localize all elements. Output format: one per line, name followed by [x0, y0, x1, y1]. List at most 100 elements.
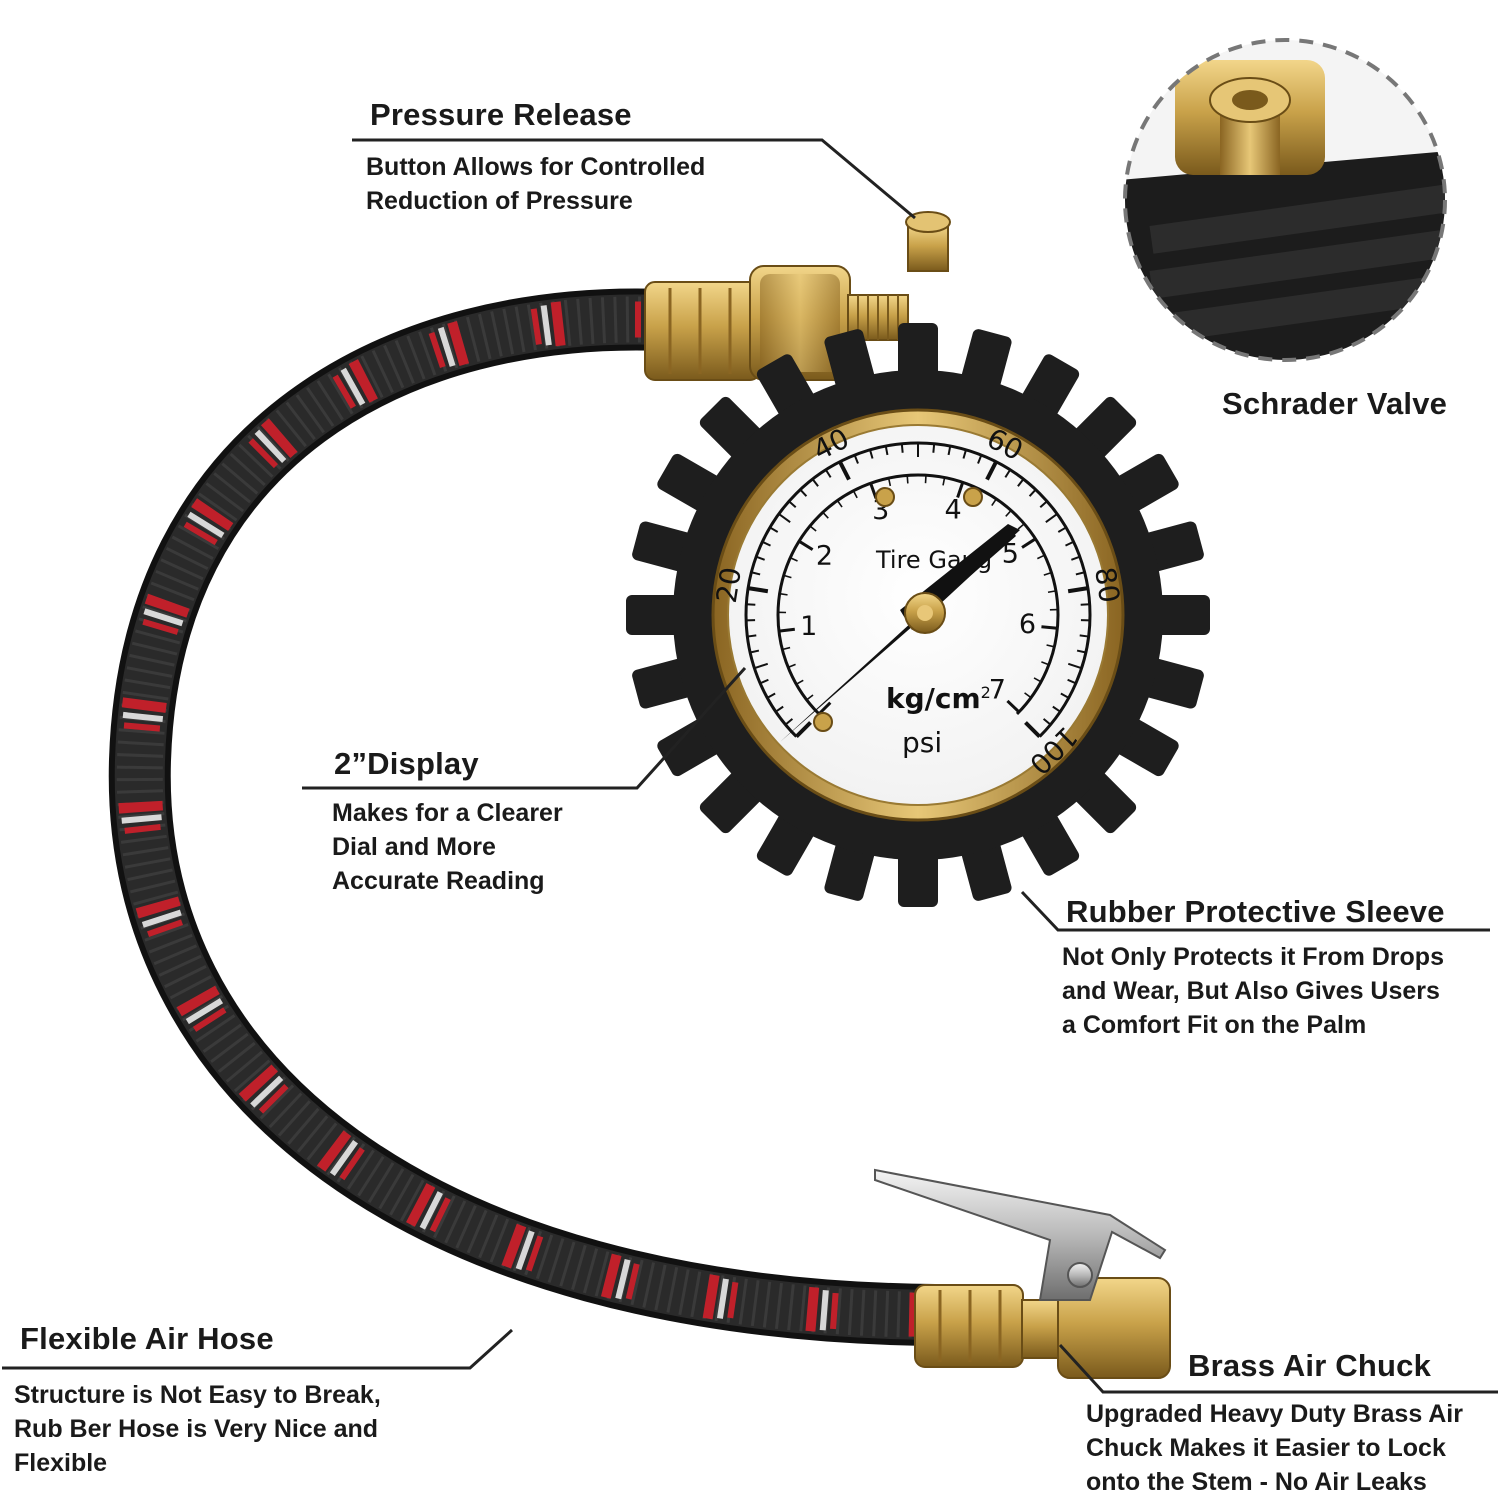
psi-tick [1065, 540, 1075, 547]
kg-tick [991, 498, 997, 507]
kg-tick [779, 592, 788, 596]
kg-tick [1017, 523, 1025, 530]
psi-tick [1057, 526, 1067, 533]
kg-tick [1046, 644, 1055, 648]
callout-title: Schrader Valve [1222, 386, 1448, 421]
kg-label: 5 [1002, 539, 1019, 570]
psi-tick [1004, 469, 1012, 478]
psi-tick [1075, 571, 1085, 576]
kg-tick [817, 701, 832, 716]
psi-tick [1045, 513, 1058, 523]
psi-tick [751, 571, 761, 576]
callout-pressure-release: Pressure Release [370, 97, 632, 133]
kg-tick [822, 511, 829, 519]
gauge-unit-sup: 2 [981, 683, 991, 702]
kg-tick [806, 694, 814, 701]
leader-lines [2, 138, 1498, 1394]
psi-tick [1017, 478, 1025, 487]
kg-tick [1037, 554, 1045, 560]
psi-tick [932, 443, 936, 453]
kg-label: 6 [1019, 609, 1036, 640]
kg-tick [1043, 571, 1052, 576]
psi-tick [778, 513, 791, 523]
psi-tick [869, 449, 874, 459]
psi-tick [1028, 488, 1037, 497]
callout-title: Pressure Release [370, 97, 632, 132]
psi-tick [784, 718, 794, 726]
callout-display-desc: Makes for a Clearer Dial and More Accura… [332, 796, 563, 898]
callout-rubber-sleeve-desc: Not Only Protects it From Drops and Wear… [1062, 940, 1444, 1042]
kg-tick [1024, 692, 1032, 699]
psi-tick [1042, 718, 1052, 726]
callout-air-chuck: Brass Air Chuck [1188, 1348, 1431, 1384]
callout-desc: Upgraded Heavy Duty Brass Air Chuck Make… [1086, 1400, 1463, 1496]
psi-tick [1039, 500, 1048, 508]
psi-tick [1079, 634, 1089, 638]
psi-tick [759, 678, 769, 685]
kg-tick [887, 477, 892, 487]
psi-tick [1060, 692, 1070, 699]
psi-tick [747, 634, 757, 638]
callout-title: Flexible Air Hose [20, 1321, 274, 1356]
callout-title: Rubber Protective Sleeve [1066, 894, 1445, 929]
kg-tick [906, 475, 909, 484]
psi-tick [853, 454, 859, 464]
callout-pressure-release-desc: Button Allows for Controlled Reduction o… [366, 150, 705, 218]
psi-tick [838, 460, 851, 481]
kg-tick [1047, 590, 1057, 594]
kg-tick [1005, 509, 1012, 517]
gauge-unit-kg: kg/cm [886, 682, 981, 715]
screw-icon [813, 712, 833, 732]
psi-tick [1067, 678, 1077, 685]
callout-air-hose: Flexible Air Hose [20, 1321, 274, 1357]
psi-tick [755, 555, 765, 561]
kg-tick [942, 477, 946, 486]
psi-tick [947, 445, 952, 456]
psi-tick [900, 443, 904, 453]
kg-tick [1041, 625, 1058, 630]
psi-tick [749, 649, 760, 654]
kg-label: 4 [945, 494, 962, 525]
psi-tick [824, 469, 832, 478]
psi-tick [769, 526, 779, 533]
psi-tick [1067, 586, 1089, 594]
kg-tick [1041, 661, 1050, 666]
kg-tick [782, 646, 791, 651]
screw-icon [963, 487, 983, 507]
brass-air-chuck [874, 1168, 1171, 1379]
psi-tick [746, 603, 756, 606]
kg-label: 1 [800, 611, 817, 642]
kg-label: 7 [989, 675, 1006, 706]
callout-air-hose-desc: Structure is Not Easy to Break, Rub Ber … [14, 1378, 381, 1480]
psi-tick [884, 445, 889, 456]
callout-desc: Button Allows for Controlled Reduction o… [366, 153, 706, 215]
psi-label: 20 [710, 565, 748, 605]
psi-tick [1080, 603, 1090, 606]
psi-tick [766, 692, 776, 699]
psi-tick [775, 705, 784, 713]
callout-desc: Not Only Protects it From Drops and Wear… [1062, 943, 1444, 1039]
kg-tick [778, 627, 795, 633]
callout-desc: Structure is Not Easy to Break, Rub Ber … [14, 1381, 381, 1477]
callout-schrader-valve: Schrader Valve [1222, 386, 1447, 422]
psi-tick [962, 449, 967, 459]
kg-tick [795, 679, 804, 685]
callout-display: 2”Display [334, 746, 479, 782]
psi-tick [747, 586, 769, 594]
kg-tick [798, 539, 814, 551]
kg-tick [836, 500, 843, 508]
screw-icon [875, 487, 895, 507]
kg-tick [1033, 677, 1042, 683]
air-hose [108, 288, 966, 1346]
psi-label: 80 [1088, 565, 1126, 605]
kg-tick [852, 490, 858, 499]
psi-tick [761, 540, 771, 547]
callout-rubber-sleeve: Rubber Protective Sleeve [1066, 894, 1445, 930]
psi-tick [985, 460, 998, 481]
kg-tick [789, 557, 798, 562]
psi-tick [811, 478, 819, 487]
